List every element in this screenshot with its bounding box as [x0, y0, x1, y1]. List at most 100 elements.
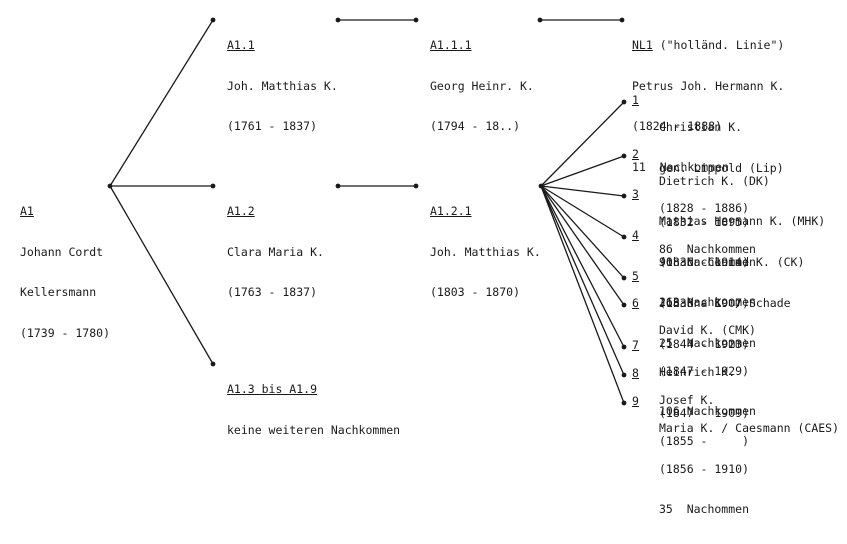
- connector-line: [540, 101, 625, 187]
- child-line: (1832 - 1895): [659, 214, 750, 229]
- child-line: 86 Nachkommen: [659, 241, 756, 256]
- node-id-suffix: ("holländ. Linie"): [652, 38, 785, 52]
- node-id: A1.2.1: [430, 204, 472, 218]
- connector-dot: [335, 17, 341, 23]
- child-number: 7: [632, 338, 639, 352]
- node-line: (1794 - 18..): [430, 119, 521, 133]
- root-line: Johann Cordt: [20, 244, 104, 259]
- connector-dot: [619, 17, 625, 23]
- family-tree-connectors: [107, 17, 627, 406]
- child-node: 3 Mathias Hermann K. (MHK) (1836 - 1914)…: [632, 187, 825, 308]
- node-a1-1: A1.1 Joh. Matthias K. (1761 - 1837): [227, 12, 338, 147]
- child-node: 6 David K. (CMK) (1847 - 1929) 106 Nachk…: [632, 296, 756, 417]
- child-number: 4: [632, 228, 639, 242]
- node-line: Petrus Joh. Hermann K.: [632, 78, 785, 93]
- node-id: A1.3 bis A1.9: [227, 382, 318, 396]
- node-a1-2: A1.2 Clara Maria K. (1763 - 1837): [227, 178, 324, 313]
- node-line: Joh. Matthias K.: [227, 78, 338, 93]
- connector-line: [109, 185, 214, 365]
- connector-line: [540, 185, 625, 238]
- node-line: (1763 - 1837): [227, 285, 318, 299]
- child-node: 5 Johanna K. / Schade (1844 - 1923): [632, 269, 791, 350]
- child-line: Johann Conrad K. (CK): [659, 255, 805, 269]
- child-line: (1844 - 1923): [659, 336, 750, 351]
- node-nl1: NL1 ("holländ. Linie") Petrus Joh. Herma…: [632, 12, 784, 188]
- connector-dot: [413, 17, 419, 23]
- node-a1-1-1: A1.1.1 Georg Heinr. K. (1794 - 18..): [430, 12, 534, 147]
- child-line: (1847 - 1929): [659, 363, 750, 378]
- child-line: David K. (CMK): [659, 323, 756, 337]
- connector-dot: [621, 153, 627, 159]
- connector-dot: [210, 17, 216, 23]
- node-line: Clara Maria K.: [227, 244, 324, 259]
- child-line: (1838 - 1907): [659, 295, 750, 310]
- connector-dot: [621, 372, 627, 378]
- child-line: (1847 - 1909): [659, 405, 750, 420]
- connector-dot: [621, 275, 627, 281]
- child-node: 2 Dietrich K. (DK) (1832 - 1895) 90 Nach…: [632, 147, 770, 268]
- connector-dot: [537, 17, 543, 23]
- child-line: gen. Lippold (Lip): [659, 160, 784, 175]
- connector-line: [540, 185, 625, 404]
- child-line: 263 Nachkommen: [659, 295, 756, 309]
- child-number: 9: [632, 394, 639, 408]
- root-node: A1 Johann Cordt Kellersmann (1739 - 1780…: [20, 178, 110, 354]
- connector-dot: [621, 344, 627, 350]
- connector-line: [109, 19, 214, 187]
- child-line: (1836 - 1914): [659, 254, 750, 269]
- connector-dot: [210, 183, 216, 189]
- child-node: 7 Heinrich K. (1847 - 1909): [632, 338, 749, 419]
- child-line: 90 Nachkommen: [659, 255, 756, 269]
- child-line: 25 Nachkommen: [659, 336, 756, 350]
- child-line: (1828 - 1886): [659, 201, 750, 215]
- connector-dot: [621, 302, 627, 308]
- connector-line: [540, 185, 625, 197]
- node-line: Joh. Matthias K.: [430, 244, 541, 259]
- root-line: Kellersmann: [20, 285, 97, 299]
- connector-line: [540, 185, 625, 376]
- node-id: A1.2: [227, 204, 255, 218]
- child-line: Mathias Hermann K. (MHK): [659, 214, 826, 228]
- connector-line: [540, 185, 625, 279]
- connector-dot: [210, 361, 216, 367]
- child-number: 3: [632, 187, 639, 201]
- node-line: (1824 - 1888): [632, 119, 723, 133]
- child-line: 106 Nachkommen: [659, 404, 756, 418]
- connector-dot: [335, 183, 341, 189]
- connector-dot: [621, 99, 627, 105]
- connector-line: [540, 185, 625, 348]
- child-number: 8: [632, 366, 639, 380]
- child-node: 8 Josef K. (1855 - ): [632, 366, 749, 447]
- node-line: 11 Nachkommen: [632, 159, 729, 174]
- node-id: A1.1.1: [430, 38, 472, 52]
- node-id: A1.1: [227, 38, 255, 52]
- child-line: (1855 - ): [659, 433, 750, 448]
- child-line: (1856 - 1910): [659, 461, 750, 476]
- node-line: keine weiteren Nachkommen: [227, 422, 401, 437]
- child-line: 35 Nachommen: [659, 502, 750, 516]
- node-line: (1761 - 1837): [227, 119, 318, 133]
- connector-dot: [621, 193, 627, 199]
- child-line: Johanna K. / Schade: [659, 296, 791, 310]
- child-number: 5: [632, 269, 639, 283]
- child-node: 1 Christian K. gen. Lippold (Lip) (1828 …: [632, 93, 784, 255]
- child-line: Christian K.: [659, 120, 743, 134]
- node-id: NL1: [632, 38, 653, 52]
- node-a1-3-to-a1-9: A1.3 bis A1.9 keine weiteren Nachkommen: [227, 356, 400, 451]
- node-line: (1803 - 1870): [430, 285, 521, 299]
- child-line: Heinrich K.: [659, 365, 736, 379]
- root-line: (1739 - 1780): [20, 325, 111, 340]
- node-line: Georg Heinr. K.: [430, 78, 534, 93]
- child-line: Dietrich K. (DK): [659, 174, 770, 188]
- root-id: A1: [20, 204, 34, 218]
- child-node: 9 Maria K. / Caesmann (CAES) (1856 - 191…: [632, 394, 839, 515]
- child-node: 4 Johann Conrad K. (CK) (1838 - 1907) 25…: [632, 228, 804, 349]
- connector-line: [540, 155, 625, 187]
- connector-dot: [413, 183, 419, 189]
- node-a1-2-1: A1.2.1 Joh. Matthias K. (1803 - 1870): [430, 178, 541, 313]
- connector-dot: [621, 234, 627, 240]
- connector-dot: [107, 183, 113, 189]
- connector-line: [540, 185, 625, 306]
- connector-dot: [621, 400, 627, 406]
- child-number: 6: [632, 296, 639, 310]
